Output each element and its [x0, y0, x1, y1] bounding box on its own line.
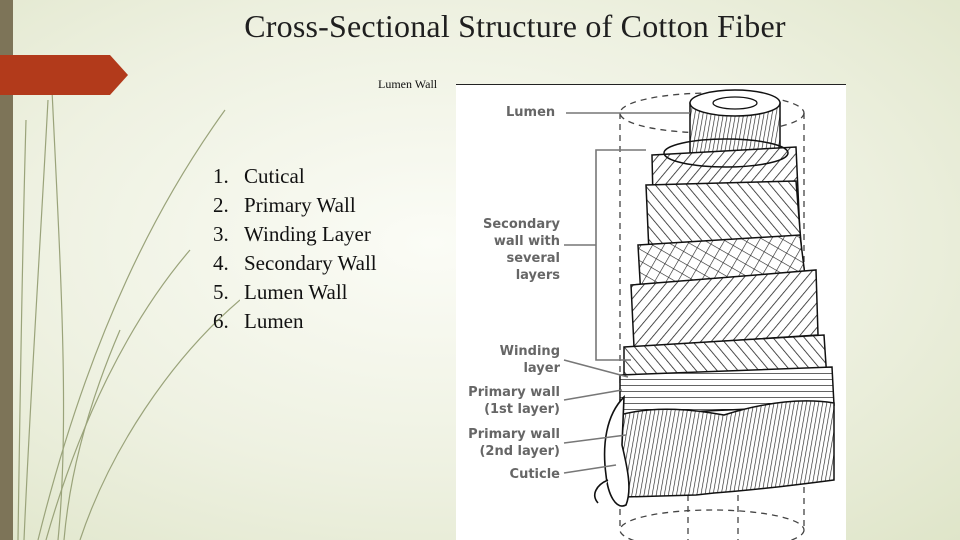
list-item-number: 2.: [213, 193, 229, 217]
diagram-label-secondary-line-1: Secondary: [483, 217, 561, 232]
diagram-leader-lines: [563, 112, 690, 474]
list-item: 3. Winding Layer: [213, 220, 377, 249]
list-item-label: Winding Layer: [244, 222, 371, 246]
fiber-layer-list: 1. Cutical 2. Primary Wall 3. Winding Layer…: [213, 162, 377, 336]
diagram-label-secondary-line-2: wall with: [494, 234, 560, 249]
list-item-number: 3.: [213, 222, 229, 246]
list-item-label: Primary Wall: [244, 193, 356, 217]
list-item: 5. Lumen Wall: [213, 278, 377, 307]
list-item-label: Lumen: [244, 309, 304, 333]
diagram-label-primary2-line-2: (2nd layer): [479, 444, 560, 459]
decorative-lines: [17, 89, 240, 540]
list-item: 1. Cutical: [213, 162, 377, 191]
list-item-label: Secondary Wall: [244, 251, 377, 275]
diagram-label-secondary-line-3: several: [507, 251, 561, 266]
callout-leader-line: [456, 84, 846, 85]
diagram-label-winding-line-2: layer: [523, 361, 560, 376]
primary-wall-second-layer: [619, 400, 835, 498]
secondary-wall-layers: [630, 138, 819, 348]
lumen-wall-callout-label: Lumen Wall: [378, 77, 438, 91]
diagram-label-primary2-line-1: Primary wall: [468, 427, 560, 442]
cuticle-peeled-flap: [594, 394, 630, 507]
list-item-label: Cutical: [244, 164, 305, 188]
diagram-label-winding-line-1: Winding: [500, 344, 560, 359]
diagram-label-lumen: Lumen: [506, 105, 555, 120]
diagram-label-primary1-line-1: Primary wall: [468, 385, 560, 400]
diagram-label-primary1-line-2: (1st layer): [484, 402, 560, 417]
diagram-label-cuticle: Cuticle: [510, 467, 561, 482]
list-item: 2. Primary Wall: [213, 191, 377, 220]
diagram-label-secondary-line-4: layers: [516, 268, 561, 283]
list-item-number: 1.: [213, 164, 229, 188]
list-item: 4. Secondary Wall: [213, 249, 377, 278]
title-accent-flag: [0, 55, 128, 95]
slide-title: Cross-Sectional Structure of Cotton Fibe…: [244, 8, 786, 44]
list-item-number: 4.: [213, 251, 229, 275]
list-item-number: 5.: [213, 280, 229, 304]
list-item-label: Lumen Wall: [244, 280, 348, 304]
list-item-number: 6.: [213, 309, 229, 333]
cotton-fiber-diagram: Lumen Secondary wall with several layers…: [456, 85, 846, 540]
list-item: 6. Lumen: [213, 307, 377, 336]
slide-left-bar: [0, 0, 13, 540]
